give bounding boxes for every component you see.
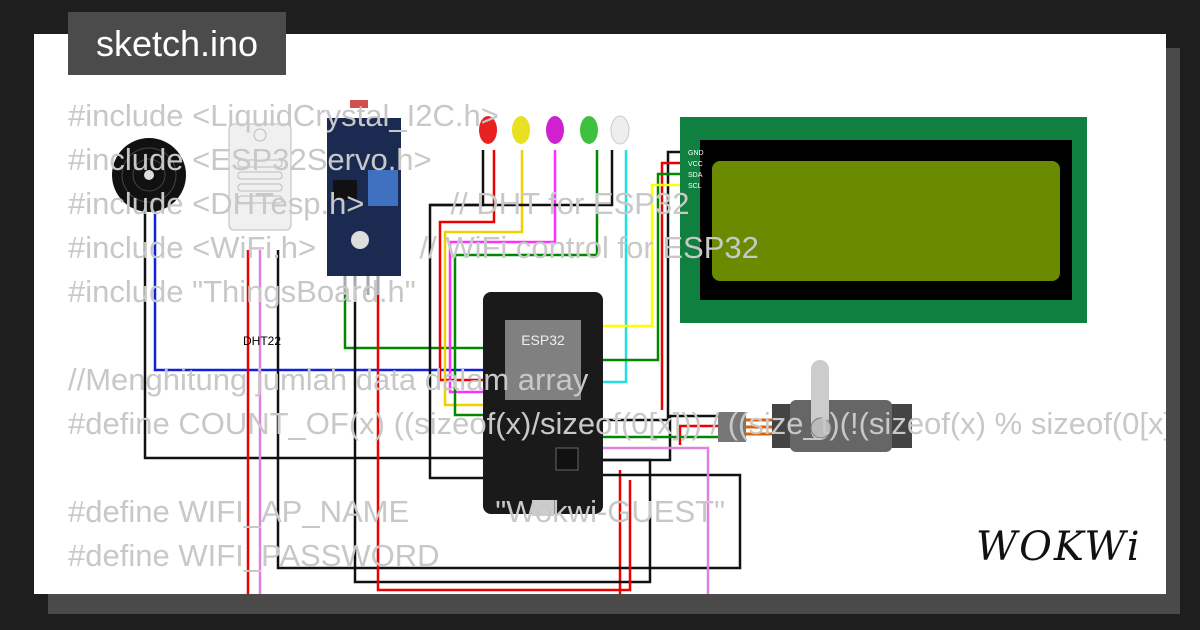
esp32-label: ESP32 (521, 332, 565, 348)
ldr-module[interactable] (327, 100, 401, 295)
buzzer[interactable] (112, 138, 186, 212)
sketch-title: sketch.ino (68, 12, 286, 75)
dht-label: DHT22 (243, 334, 281, 348)
code-line: //Menghitung jumlah data dalam array (68, 362, 589, 397)
lcd-pin-gnd: GND (688, 150, 704, 157)
code-line: #include <ESP32Servo.h> (68, 142, 432, 177)
lcd-pin-sda: SDA (688, 172, 703, 179)
lcd-pin-vcc: VCC (688, 161, 703, 168)
wokwi-logo: WOKWi (976, 524, 1142, 570)
code-line: #include "ThingsBoard.h" (68, 274, 416, 309)
circuit-diagram: DHT22 ESP32 GND VCC (112, 100, 1087, 594)
led-yellow[interactable] (512, 116, 530, 144)
led-green[interactable] (580, 116, 598, 144)
code-line: #include <WiFi.h> // WiFi control for ES… (68, 230, 759, 265)
code-line: #define WIFI_PASSWORD (68, 538, 440, 573)
code-line: #define WIFI_AP_NAME "Wokwi-GUEST" (68, 494, 726, 529)
led-magenta[interactable] (546, 116, 564, 144)
code-background: #include <LiquidCrystal_I2C.h> #include … (68, 94, 1166, 578)
code-line: #include <LiquidCrystal_I2C.h> (68, 98, 499, 133)
code-line: #include <DHTesp.h> // DHT for ESP32 (68, 186, 690, 221)
code-line: #define COUNT_OF(x) ((sizeof(x)/sizeof(0… (68, 406, 1166, 441)
esp32-board[interactable]: ESP32 (483, 292, 603, 516)
servo-motor[interactable] (718, 360, 912, 452)
led-red[interactable] (479, 116, 497, 144)
preview-canvas: DHT22 ESP32 GND VCC (34, 34, 1166, 594)
led-white[interactable] (610, 115, 630, 145)
dht22-sensor[interactable]: DHT22 (228, 123, 292, 348)
lcd-display[interactable]: GND VCC SDA SCL (680, 117, 1087, 323)
lcd-pin-scl: SCL (688, 183, 702, 190)
